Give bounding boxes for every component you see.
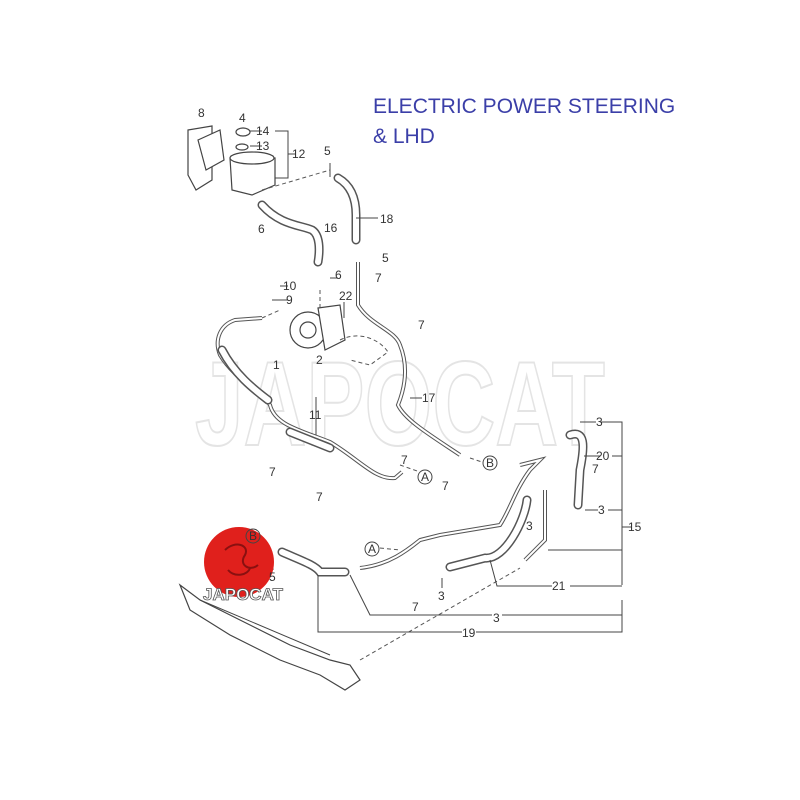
label-2: 2 — [316, 353, 323, 367]
reference-circles — [245, 455, 498, 557]
label-3c: 3 — [526, 519, 533, 533]
label-7e: 7 — [316, 490, 323, 504]
label-16: 16 — [324, 221, 338, 235]
label-1: 1 — [273, 358, 280, 372]
label-3: 3 — [596, 415, 603, 429]
diagram-title: ELECTRIC POWER STEERING & LHD — [373, 92, 675, 152]
label-18: 18 — [380, 212, 394, 226]
label-7: 7 — [375, 271, 382, 285]
ref-b-2: B — [249, 529, 257, 543]
logo-text: JAPOCAT — [203, 585, 284, 604]
title-line-1: ELECTRIC POWER STEERING — [373, 95, 676, 118]
label-5c: 5 — [269, 570, 276, 584]
label-13: 13 — [256, 139, 270, 153]
label-21: 21 — [552, 579, 566, 593]
label-9: 9 — [286, 293, 293, 307]
label-3b: 3 — [598, 503, 605, 517]
label-19: 19 — [462, 626, 476, 640]
label-10: 10 — [283, 279, 297, 293]
label-11: 11 — [309, 408, 322, 422]
label-7f: 7 — [442, 479, 449, 493]
ref-a: A — [421, 470, 429, 484]
label-14: 14 — [256, 124, 270, 138]
label-6: 6 — [258, 222, 265, 236]
power-steering-pump — [289, 304, 389, 366]
label-15: 15 — [628, 520, 642, 534]
ref-a-2: A — [368, 542, 376, 556]
label-22: 22 — [339, 289, 353, 303]
part-labels: 8 4 14 13 12 5 6 16 18 5 6 10 9 7 22 7 2… — [198, 106, 642, 640]
steering-gear-rack — [178, 567, 521, 691]
label-3d: 3 — [438, 589, 445, 603]
label-7d: 7 — [401, 453, 408, 467]
ref-b: B — [486, 456, 494, 470]
leader-lines — [250, 130, 632, 633]
japocat-logo: JAPOCAT — [203, 527, 284, 604]
label-8: 8 — [198, 106, 205, 120]
label-5: 5 — [324, 144, 331, 158]
dashed-guides — [261, 169, 483, 551]
label-17: 17 — [422, 391, 436, 405]
label-5b: 5 — [382, 251, 389, 265]
label-7c: 7 — [269, 465, 276, 479]
label-7b: 7 — [418, 318, 425, 332]
label-6b: 6 — [335, 268, 342, 282]
label-7h: 7 — [412, 600, 419, 614]
label-7g: 7 — [592, 462, 599, 476]
reservoir-tank — [229, 127, 276, 196]
label-4: 4 — [239, 111, 246, 125]
reservoir-bracket — [187, 125, 225, 191]
title-line-2: & LHD — [373, 125, 435, 148]
label-20: 20 — [596, 449, 610, 463]
label-12: 12 — [292, 147, 306, 161]
label-3e: 3 — [493, 611, 500, 625]
